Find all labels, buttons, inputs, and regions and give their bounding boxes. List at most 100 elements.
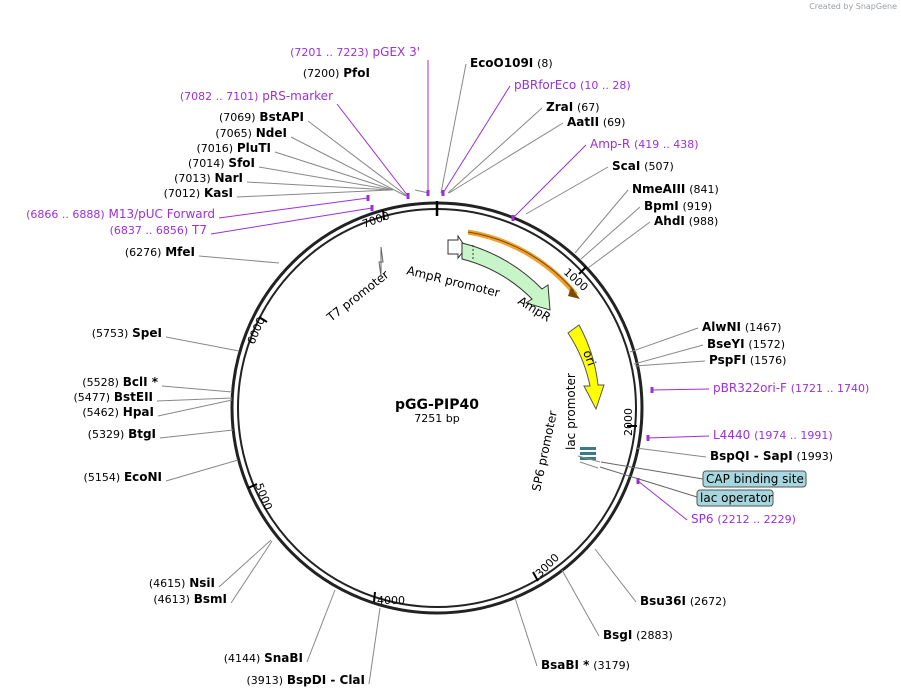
ori-arrow	[567, 324, 605, 411]
enzyme-label: (5477) BstEII	[73, 390, 153, 404]
site-name: MfeI	[165, 245, 195, 259]
site-position: (4615)	[149, 577, 186, 590]
site-name: ZraI	[546, 100, 573, 114]
sp6-promoter-label: SP6 promoter	[529, 409, 560, 492]
site-name: BsaBI *	[541, 658, 590, 672]
site-position: (7014)	[188, 157, 225, 170]
site-name: NdeI	[256, 126, 287, 140]
leader-line	[336, 103, 409, 197]
leader-line	[165, 459, 239, 482]
plasmid-name: pGG-PIP40	[395, 397, 479, 413]
site-name: EcoNI	[124, 470, 162, 484]
leader-line	[635, 447, 707, 458]
leader-line	[514, 597, 538, 667]
leader-line	[440, 63, 467, 194]
site-name: PluTI	[237, 141, 271, 155]
leader-line	[637, 480, 688, 521]
site-position: (3179)	[593, 659, 630, 672]
primer-label: (6837 .. 6856) T7	[110, 223, 207, 237]
primer-site-mark	[646, 435, 650, 441]
enzyme-label: (5329) BtgI	[88, 427, 156, 441]
site-position: (5477)	[73, 391, 110, 404]
primer-label: (6866 .. 6888) M13/pUC Forward	[26, 207, 215, 221]
site-position: (7065)	[215, 127, 252, 140]
leader-line	[258, 166, 393, 191]
leader-line	[246, 181, 392, 191]
tick-label-7000: 7000	[361, 209, 392, 231]
site-name: SnaBI	[264, 651, 303, 665]
leader-line	[633, 344, 704, 365]
site-name: BclI *	[123, 375, 159, 389]
leader-line	[236, 189, 391, 198]
enzyme-label: (5154) EcoNI	[84, 470, 162, 484]
site-name: Bsu36I	[640, 594, 686, 608]
enzyme-label: ScaI (507)	[612, 159, 674, 173]
plasmid-size: 7251 bp	[414, 412, 459, 425]
site-position: (5329)	[88, 428, 125, 441]
t7-promoter-arrow	[378, 246, 384, 277]
primer-label: SP6 (2212 .. 2229)	[691, 512, 796, 526]
site-name: pBR322ori-F	[713, 381, 787, 395]
site-name: T7	[191, 223, 207, 237]
leader-line	[525, 166, 609, 215]
ori-label: ori	[580, 348, 598, 367]
site-position: (5154)	[84, 471, 121, 484]
site-position: (7082 .. 7101)	[180, 90, 259, 103]
leader-line	[159, 429, 234, 439]
primer-label: L4440 (1974 .. 1991)	[713, 428, 833, 442]
primer-site-mark	[406, 193, 410, 199]
site-position: (7200)	[303, 67, 340, 80]
site-name: pRS-marker	[262, 89, 333, 103]
enzyme-label: AlwNI (1467)	[702, 320, 781, 334]
primer-site-mark	[636, 478, 640, 484]
leader-line	[290, 136, 407, 197]
tick-label-6000: 6000	[245, 315, 268, 346]
leader-line	[442, 85, 511, 194]
enzyme-label: (4144) SnaBI	[224, 651, 303, 665]
leader-line	[580, 206, 641, 260]
enzyme-label: NmeAIII (841)	[632, 182, 719, 196]
leader-line	[447, 107, 543, 194]
site-name: AhdI	[654, 214, 685, 228]
enzyme-label: (7012) KasI	[164, 186, 233, 200]
leader-line	[574, 189, 629, 254]
leader-line	[198, 255, 280, 264]
tick-label-4000: 4000	[377, 594, 405, 607]
site-name: BsmI	[194, 592, 227, 606]
leader-line	[561, 569, 600, 637]
leader-line	[368, 607, 381, 685]
primer-site-mark	[370, 205, 374, 211]
enzyme-label: BpmI (919)	[644, 199, 712, 213]
site-name: PspFI	[709, 353, 746, 367]
snapgene-credit: Created by SnapGene	[809, 2, 897, 11]
site-name: BstEII	[114, 390, 153, 404]
primer-site-mark	[511, 215, 515, 221]
site-position: (7013)	[174, 172, 211, 185]
site-name: BspQI - SapI	[710, 449, 793, 463]
leader-line	[274, 151, 394, 191]
leader-line	[647, 435, 710, 439]
site-name: BstAPI	[259, 110, 304, 124]
leader-line	[157, 399, 233, 417]
enzyme-label: (6276) MfeI	[125, 245, 195, 259]
enzyme-label: (7065) NdeI	[215, 126, 287, 140]
ampr-arrow	[461, 242, 551, 311]
primer-site-mark	[366, 195, 370, 201]
leader-line	[512, 144, 587, 219]
leader-line	[587, 221, 651, 269]
enzyme-label: Bsu36I (2672)	[640, 594, 726, 608]
site-name: NmeAIII	[632, 182, 685, 196]
site-name: BsgI	[603, 628, 632, 642]
enzyme-label: EcoO109I (8)	[470, 56, 553, 70]
site-position: (1993)	[797, 450, 834, 463]
site-name: BtgI	[128, 427, 156, 441]
primer-site-mark	[441, 190, 445, 196]
enzyme-label: (7016) PluTI	[196, 141, 271, 155]
primer-site-mark	[426, 190, 430, 196]
enzyme-label: (5462) HpaI	[82, 405, 154, 419]
site-name: M13/pUC Forward	[108, 207, 215, 221]
leader-line	[218, 197, 369, 219]
site-name: ScaI	[612, 159, 640, 173]
